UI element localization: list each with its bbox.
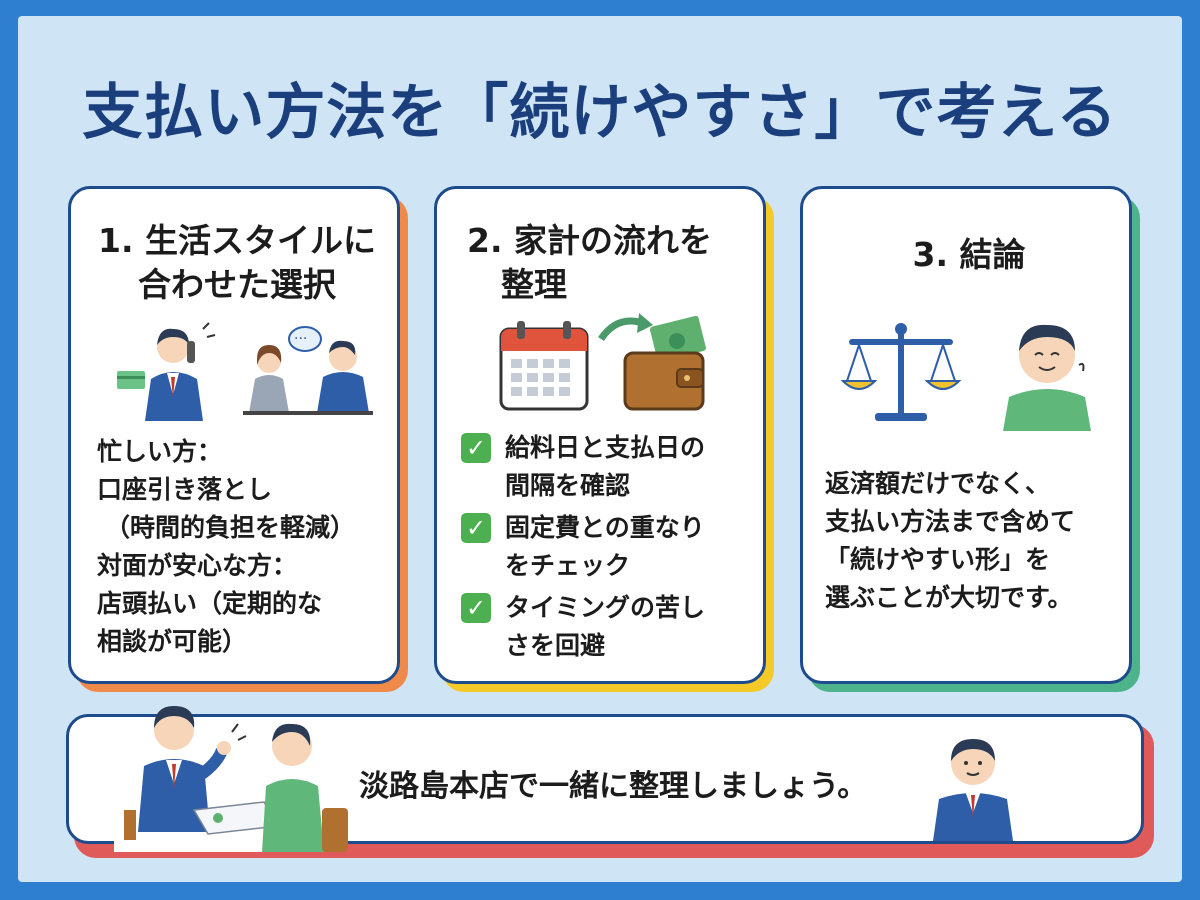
text-line: （時間的負担を軽減）: [105, 513, 356, 542]
card-body: 2. 家計の流れを 整理 ✓ 給料日と支払日: [434, 186, 766, 684]
checkmark-icon: ✓: [461, 513, 491, 543]
card-title-line1: 1. 生活スタイルに: [98, 221, 376, 260]
wallet-money-icon: [598, 313, 706, 411]
svg-text:···: ···: [294, 331, 307, 347]
staff-portrait-icon: [933, 739, 1013, 841]
card-title: 3. 結論: [912, 235, 1026, 274]
check-text-line2: をチェック: [505, 551, 631, 580]
banner-message: 淡路島本店で一緒に整理しましょう。: [359, 769, 868, 804]
card-household-flow: 2. 家計の流れを 整理 ✓ 給料日と支払日: [434, 186, 774, 692]
check-text-line2: 間隔を確認: [505, 471, 631, 500]
text-line: 口座引き落とし: [97, 475, 273, 504]
check-text-line2: さを回避: [505, 631, 606, 660]
text-line: 「続けやすい形」を: [825, 545, 1051, 574]
text-line: 選ぶことが大切です。: [825, 583, 1073, 612]
smiling-person-icon: [1003, 324, 1091, 431]
text-line: 店頭払い（定期的な: [97, 589, 323, 618]
calendar-icon: [499, 321, 589, 411]
page-title: 支払い方法を「続けやすさ」で考える: [82, 78, 1118, 148]
phone-caller-icon: [117, 322, 216, 421]
card-lifestyle: 1. 生活スタイルに 合わせた選択 ··· 忙しい方：: [68, 186, 408, 692]
checkmark-icon: ✓: [461, 593, 491, 623]
card-body: 1. 生活スタイルに 合わせた選択 ··· 忙しい方：: [68, 186, 400, 684]
text-line: 支払い方法まで含めて: [825, 507, 1076, 536]
checkmark-icon: ✓: [461, 433, 491, 463]
text-line: 相談が可能）: [97, 627, 248, 656]
check-text-line1: タイミングの苦し: [505, 593, 706, 622]
text-line: 返済額だけでなく、: [825, 469, 1051, 498]
check-text-line1: 給料日と支払日の: [505, 433, 706, 462]
card-title-line1: 2. 家計の流れを: [467, 221, 712, 260]
card-body: 3. 結論 返済額だけでなく、 支払い方法まで含めて 「続けやすい形」: [800, 186, 1132, 684]
text-line: 忙しい方：: [97, 437, 223, 466]
card-conclusion: 3. 結論 返済額だけでなく、 支払い方法まで含めて 「続けやすい形」: [800, 186, 1140, 692]
bottom-banner: 淡路島本店で一緒に整理しましょう。: [66, 706, 1156, 858]
advisor-meeting-icon: [114, 706, 348, 852]
card-title-line2: 合わせた選択: [138, 265, 336, 304]
face-to-face-consultation-icon: ···: [243, 326, 373, 415]
text-line: 対面が安心な方：: [97, 551, 298, 580]
check-text-line1: 固定費との重なり: [505, 513, 705, 542]
card-title-line2: 整理: [501, 265, 567, 304]
balance-scale-icon: [840, 323, 962, 421]
